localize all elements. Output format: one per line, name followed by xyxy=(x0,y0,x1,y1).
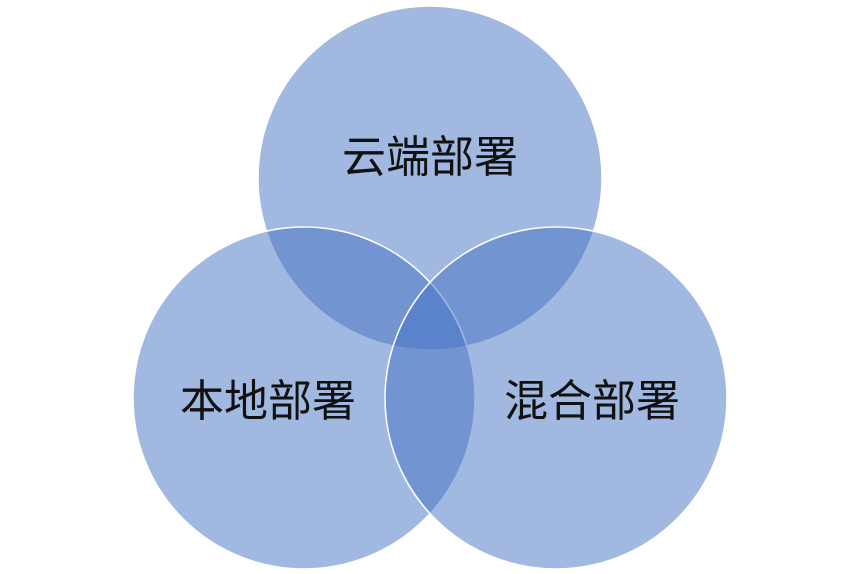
label-local-deployment: 本地部署 xyxy=(180,376,356,427)
venn-labels: 云端部署 本地部署 混合部署 xyxy=(180,132,680,427)
label-hybrid-deployment: 混合部署 xyxy=(504,376,680,427)
circle-hybrid-deployment xyxy=(384,226,728,570)
venn-circles xyxy=(132,5,728,570)
label-cloud-deployment: 云端部署 xyxy=(342,132,518,183)
